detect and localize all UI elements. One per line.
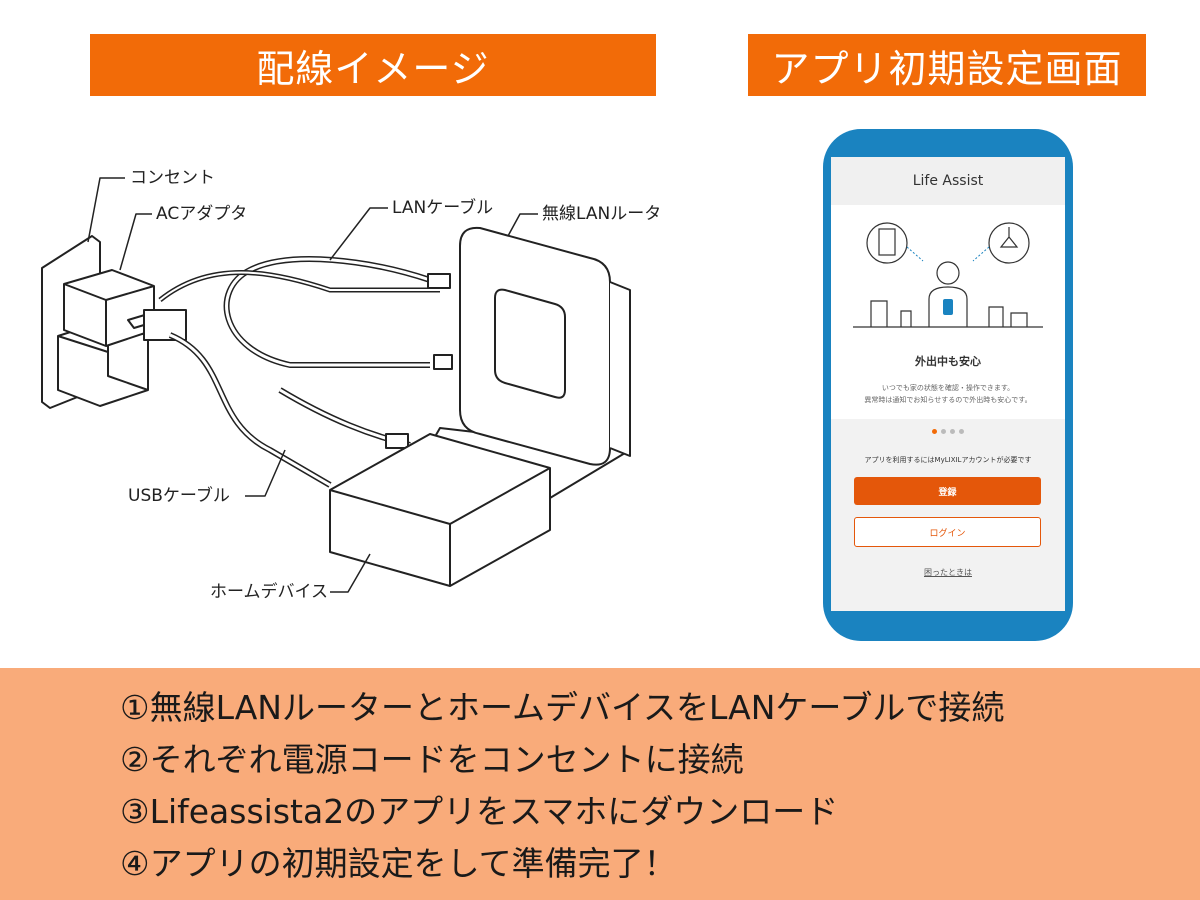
outlet-label: コンセント — [130, 168, 215, 188]
lan-cable-label: LANケーブル — [392, 197, 493, 218]
step-4: ④アプリの初期設定をして準備完了！ — [120, 844, 677, 883]
feature-description-line1: いつでも家の状態を確認・操作できます。 — [881, 384, 1015, 392]
feature-description-line2: 異常時は通知でお知らせするので外出時も安心です。 — [864, 396, 1032, 404]
light-icon — [988, 222, 1030, 264]
ac-adapter — [63, 269, 155, 347]
help-link[interactable]: 困ったときは — [924, 568, 972, 577]
person-with-smartphone-illustration — [853, 222, 1043, 328]
setup-steps-panel: ①無線LANルーターとホームデバイスをLANケーブルで接続 ②それぞれ電源コード… — [0, 668, 1200, 900]
ac-adapter-label: ACアダプタ — [156, 204, 247, 224]
carousel-dot[interactable] — [932, 429, 937, 434]
home-device-label: ホームデバイス — [210, 581, 328, 602]
carousel-indicator[interactable] — [831, 429, 1065, 434]
login-button[interactable]: ログイン — [854, 517, 1041, 547]
usb-cable-path — [168, 332, 332, 488]
account-note: アプリを利用するにはMyLIXILアカウントが必要です — [864, 456, 1032, 464]
app-setup-header: アプリ初期設定画面 — [748, 34, 1146, 96]
person-icon — [936, 261, 960, 285]
carousel-dot[interactable] — [950, 429, 955, 434]
step-1: ①無線LANルーターとホームデバイスをLANケーブルで接続 — [120, 688, 1005, 727]
step-3: ③Lifeassista2のアプリをスマホにダウンロード — [120, 792, 839, 831]
power-cable-path — [158, 270, 440, 302]
phone-mockup: Life Assist 外出中も安心 いつでも家の状態を確認・操作できます。 異… — [823, 129, 1073, 641]
register-button[interactable]: 登録 — [854, 477, 1041, 505]
app-screen: Life Assist 外出中も安心 いつでも家の状態を確認・操作できます。 異… — [831, 157, 1065, 611]
wiring-diagram: コンセント ACアダプタ LANケーブル 無線LANルータ USBケーブル ホー… — [41, 168, 661, 602]
home-device — [329, 433, 551, 587]
usb-cable-label: USBケーブル — [128, 485, 230, 506]
wiring-header: 配線イメージ — [90, 34, 656, 96]
lower-panel — [831, 419, 1065, 611]
step-2: ②それぞれ電源コードをコンセントに接続 — [120, 740, 744, 779]
app-title: Life Assist — [831, 157, 1065, 205]
feature-title: 外出中も安心 — [915, 355, 981, 368]
carousel-dot[interactable] — [941, 429, 946, 434]
carousel-dot[interactable] — [959, 429, 964, 434]
wireless-router-label: 無線LANルータ — [542, 204, 661, 224]
door-icon — [866, 222, 908, 264]
wireless-router — [459, 226, 611, 466]
